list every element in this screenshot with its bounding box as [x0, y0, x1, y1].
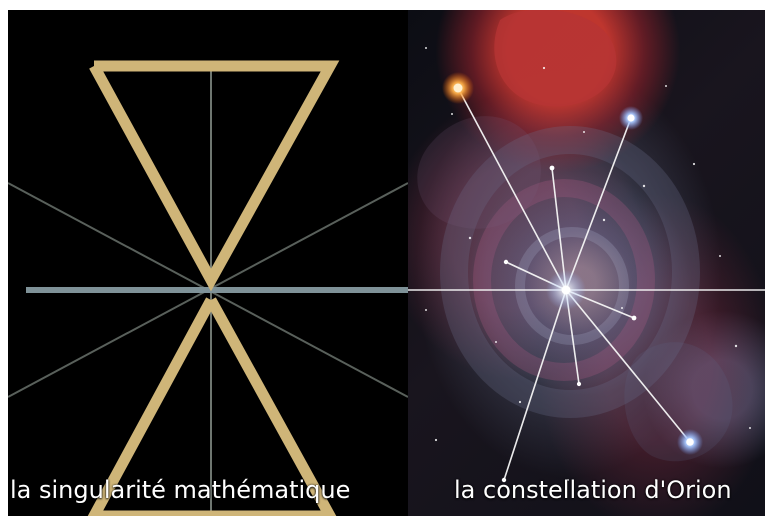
star-dot	[735, 345, 737, 347]
orion-nebula-illustration	[408, 10, 765, 516]
star-dot	[603, 219, 605, 221]
star-dot	[749, 427, 751, 429]
central-star	[562, 286, 571, 295]
star-dot	[583, 131, 585, 133]
star-dot	[693, 163, 695, 165]
star-dot	[425, 47, 427, 49]
singularity-diagram	[8, 10, 408, 516]
star-dot	[665, 85, 667, 87]
red-nebula-cloud	[494, 10, 616, 106]
singularity-diagram-panel	[8, 10, 408, 516]
star-dot	[719, 255, 721, 257]
star-dot	[519, 401, 521, 403]
orange-star	[454, 84, 463, 93]
star-dot	[425, 309, 427, 311]
nebula-wisp-left	[417, 116, 541, 229]
star-point	[504, 260, 508, 264]
upper-right-star	[627, 114, 634, 121]
star-dot	[495, 341, 497, 343]
star-dot	[543, 67, 545, 69]
orion-photo-panel	[408, 10, 765, 516]
star-dot	[643, 185, 645, 187]
star-dot	[469, 237, 471, 239]
star-point	[632, 316, 637, 321]
right-caption: la constellation d'Orion	[454, 477, 732, 503]
star-dot	[451, 113, 453, 115]
star-dot	[435, 439, 437, 441]
left-caption: la singularité mathématique	[10, 477, 350, 503]
star-point	[577, 382, 581, 386]
star-point	[550, 166, 555, 171]
star-dot	[621, 307, 623, 309]
lower-right-star	[686, 438, 694, 446]
